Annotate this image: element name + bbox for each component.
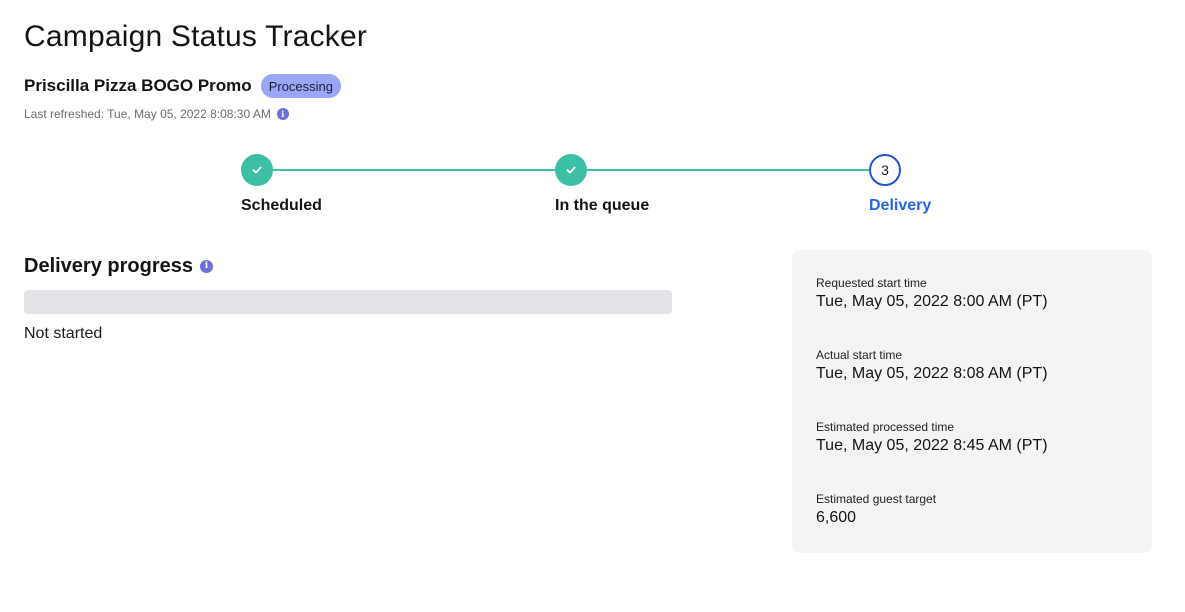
- estimated-processed-time: Estimated processed time Tue, May 05, 20…: [816, 420, 1048, 455]
- campaign-header: Priscilla Pizza BOGO Promo Processing: [24, 74, 341, 98]
- step-2-complete-indicator: [555, 154, 587, 186]
- step-connector: [587, 169, 870, 171]
- check-icon: [252, 166, 262, 174]
- step-connector: [273, 169, 556, 171]
- step-label-delivery: Delivery: [869, 197, 932, 214]
- info-icon[interactable]: i: [199, 260, 213, 273]
- delivery-progress-heading: Delivery progress i: [24, 255, 213, 278]
- delivery-progress-status: Not started: [24, 325, 103, 342]
- detail-value: Tue, May 05, 2022 8:08 AM (PT): [816, 365, 1048, 382]
- info-icon[interactable]: i: [276, 108, 289, 120]
- step-label-in-the-queue: In the queue: [555, 197, 650, 214]
- detail-label: Actual start time: [816, 348, 903, 362]
- campaign-details-card: Requested start time Tue, May 05, 2022 8…: [792, 250, 1152, 553]
- detail-label: Estimated processed time: [816, 420, 955, 434]
- requested-start-time: Requested start time Tue, May 05, 2022 8…: [816, 276, 1048, 311]
- step-3-current-indicator: 3: [869, 154, 901, 186]
- detail-label: Estimated guest target: [816, 492, 937, 506]
- delivery-progress-bar: [24, 290, 672, 314]
- detail-value: Tue, May 05, 2022 8:00 AM (PT): [816, 293, 1048, 310]
- check-icon: [566, 166, 576, 174]
- detail-value: Tue, May 05, 2022 8:45 AM (PT): [816, 437, 1048, 454]
- delivery-progress-title: Delivery progress: [24, 255, 193, 277]
- actual-start-time: Actual start time Tue, May 05, 2022 8:08…: [816, 348, 1048, 383]
- detail-value: 6,600: [816, 509, 857, 526]
- estimated-guest-target: Estimated guest target 6,600: [816, 492, 936, 527]
- step-label-scheduled: Scheduled: [241, 197, 322, 214]
- detail-label: Requested start time: [816, 276, 927, 290]
- page-title: Campaign Status Tracker: [24, 20, 368, 53]
- last-refreshed-text: Last refreshed: Tue, May 05, 2022 8:08:3…: [24, 107, 271, 121]
- status-badge: Processing: [260, 74, 341, 98]
- last-refreshed-row: Last refreshed: Tue, May 05, 2022 8:08:3…: [24, 107, 289, 121]
- step-1-complete-indicator: [241, 154, 273, 186]
- campaign-stepper: 3 Scheduled In the queue Delivery: [0, 0, 1185, 230]
- step-number: 3: [881, 162, 889, 178]
- campaign-name: Priscilla Pizza BOGO Promo: [24, 76, 252, 95]
